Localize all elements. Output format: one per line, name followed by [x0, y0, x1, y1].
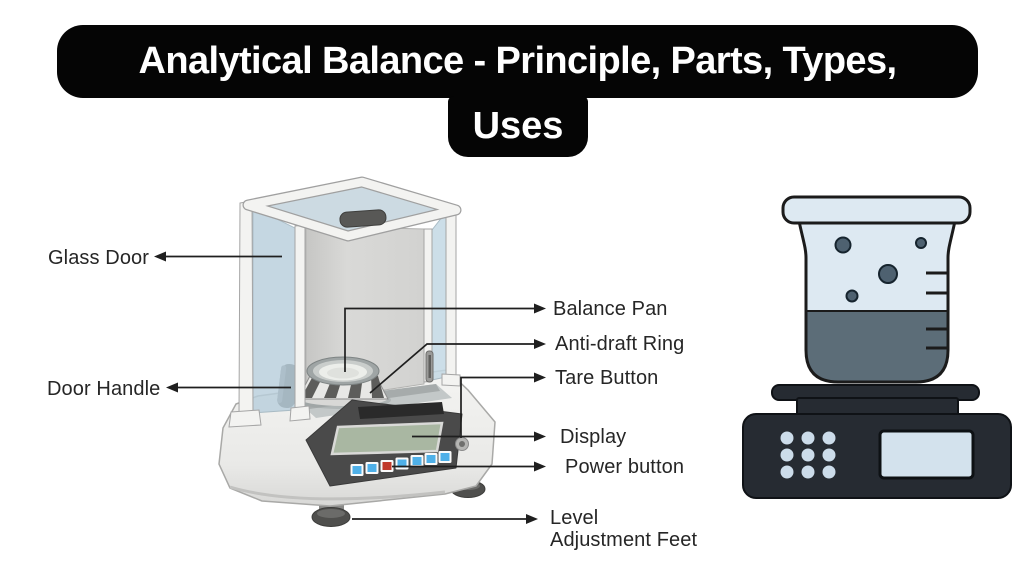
button-row [350, 451, 452, 476]
arrow-right-icon [534, 461, 546, 472]
control-panel [305, 399, 469, 487]
display-screen [330, 421, 444, 456]
keypad-dot [822, 448, 836, 462]
beaker [781, 195, 972, 384]
digital-scale [742, 384, 1012, 499]
keypad-dot [780, 448, 794, 462]
frame-post [445, 209, 457, 380]
function-button[interactable] [395, 457, 409, 470]
tare-round-button[interactable] [455, 437, 469, 451]
graduation-marks [926, 271, 947, 350]
arrow-left-icon [154, 251, 166, 262]
label-level-adjustment-feet: Level Adjustment Feet [550, 507, 697, 551]
glass-door-panel [252, 206, 296, 414]
keypad-dot [780, 431, 794, 445]
arrow-right-icon [534, 339, 546, 349]
label-level-line2: Adjustment Feet [550, 529, 698, 551]
glass-side-panel [431, 210, 447, 381]
title-banner: Analytical Balance - Principle, Parts, T… [57, 25, 978, 98]
label-balance-pan: Balance Pan [553, 298, 668, 320]
bubbles [834, 236, 927, 303]
function-button[interactable] [438, 451, 452, 463]
side-door-handle [425, 350, 434, 383]
analytical-balance-illustration [154, 176, 546, 527]
anti-draft-ring-leader [369, 343, 536, 394]
vent-slot [358, 402, 444, 419]
label-tare-button: Tare Button [555, 367, 659, 389]
top-handle [339, 209, 387, 228]
label-level-line1: Level [550, 507, 599, 529]
label-power-button: Power button [565, 456, 685, 478]
keypad-dot [822, 431, 836, 445]
title-text-line1: Analytical Balance - Principle, Parts, T… [138, 40, 898, 82]
title-text-line2: Uses [472, 105, 564, 147]
arrow-right-icon [534, 431, 546, 442]
scale-keypad [780, 431, 836, 479]
function-button[interactable] [350, 464, 364, 476]
keypad-dot [801, 465, 815, 479]
top-frame [242, 176, 462, 242]
function-button[interactable] [424, 453, 438, 465]
keypad-dot [822, 465, 836, 479]
leader-lines [164, 255, 536, 520]
arrow-right-icon [526, 514, 538, 524]
glass-enclosure [228, 176, 462, 428]
arrow-left-icon [166, 382, 178, 393]
label-display: Display [560, 426, 627, 448]
scale-display [878, 429, 975, 480]
tare-button-leader [460, 376, 536, 438]
keypad-dot [801, 431, 815, 445]
label-glass-door: Glass Door [48, 247, 150, 269]
function-button[interactable] [410, 455, 424, 467]
label-anti-draft-ring: Anti-draft Ring [555, 333, 685, 355]
beaker-rim [781, 195, 972, 225]
power-button-key[interactable] [380, 460, 394, 472]
frame-post [238, 200, 254, 417]
arrowheads [154, 251, 546, 524]
label-door-handle: Door Handle [47, 378, 161, 400]
balance-pan-leader [344, 307, 536, 372]
beaker-on-scale-illustration [742, 195, 1012, 499]
keypad-dot [780, 465, 794, 479]
keypad-dot [801, 448, 815, 462]
title-banner-tab: Uses [448, 96, 588, 157]
arrow-right-icon [534, 303, 546, 314]
balance-pan [306, 356, 380, 386]
function-button[interactable] [365, 462, 379, 474]
frame-post [294, 224, 306, 414]
arrow-right-icon [534, 372, 546, 383]
